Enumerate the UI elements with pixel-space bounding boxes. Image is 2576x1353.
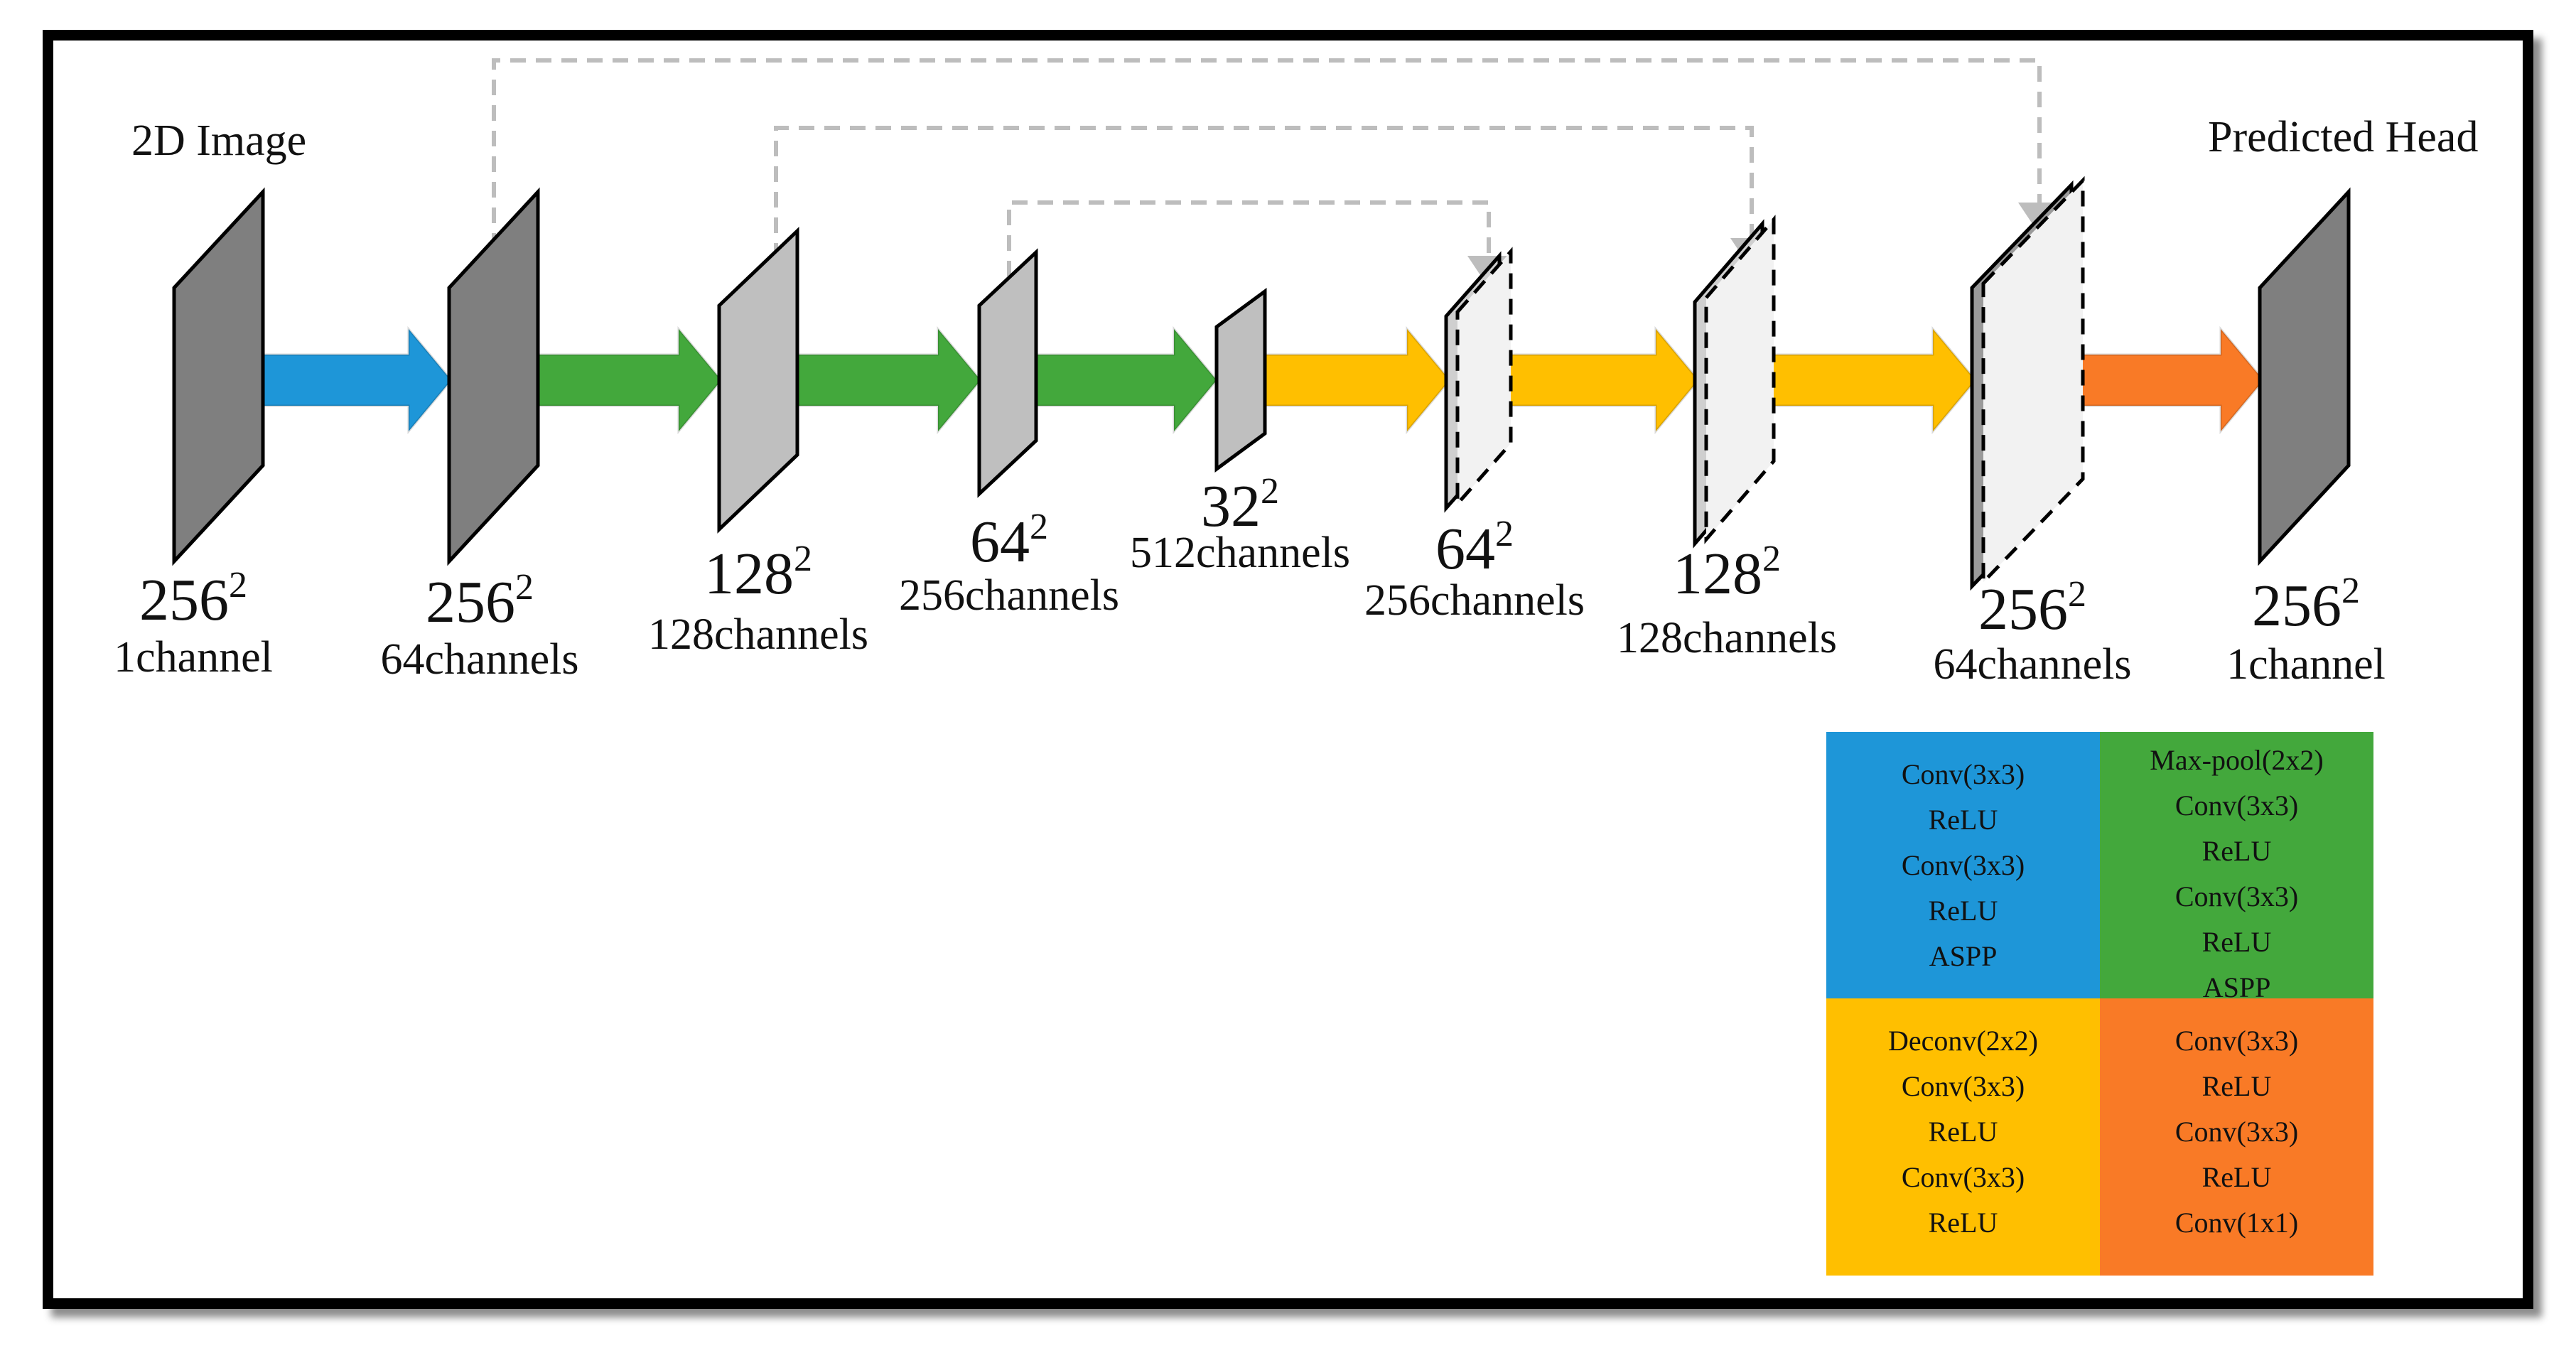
node-size-label: 2562 [139,565,247,633]
output-title: Predicted Head [2208,113,2478,161]
flow-arrow [770,325,982,435]
feature-map [172,187,265,566]
legend-upsample-block: Deconv(2x2) Conv(3x3) ReLU Conv(3x3) ReLU [1826,998,2100,1276]
node-size-label: 322 [1201,471,1279,539]
skip-connection-line [774,126,1754,284]
node-channels-label: 128channels [1617,614,1837,662]
upsampled-feature-map [1455,247,1513,509]
input-title: 2D Image [131,117,306,165]
node-size-label: 2562 [1978,574,2086,642]
legend-line: Conv(3x3) [1901,758,2025,790]
feature-maps [172,176,2351,591]
flow-arrow [1008,325,1218,435]
skip-connections [492,58,2061,302]
legend-line: ReLU [1928,804,1998,836]
node-size-label: 1282 [1673,539,1781,607]
legend-line: Deconv(2x2) [1887,1025,2039,1057]
upsampled-feature-map [1704,215,1776,544]
skip-connection-line [1007,200,1491,302]
flow-arrow [1484,325,1700,435]
legend-line: Conv(3x3) [2174,1025,2299,1057]
flow-arrow [512,325,723,435]
legend-line: ReLU [1928,1116,1998,1148]
legend-line: ReLU [2202,926,2272,958]
flow-arrow [1757,325,1977,435]
legend-line: ASPP [1929,940,1998,972]
node-channels-label: 128channels [648,610,868,659]
feature-map [447,187,540,566]
feature-map [2258,187,2351,566]
node-labels: 25621channel256264channels1282128channel… [114,471,2386,689]
node-channels-label: 512channels [1130,529,1350,577]
legend-line: ASPP [2202,971,2271,998]
flow-arrow [240,325,453,435]
node-channels-label: 64channels [381,635,579,684]
node-channels-label: 256channels [899,571,1119,620]
feature-map [717,227,799,534]
legend-output-block: Conv(3x3) ReLU Conv(3x3) ReLU Conv(1x1) [2100,998,2373,1276]
legend-downsample-block: Max-pool(2x2) Conv(3x3) ReLU Conv(3x3) ReLU A… [2100,732,2373,998]
skip-connection-line [492,58,2042,249]
feature-map [977,248,1038,498]
legend-line: Conv(3x3) [1901,1070,2025,1102]
figure-frame [43,30,2533,1309]
node-channels-label: 256channels [1364,576,1585,625]
legend-line: Conv(1x1) [2174,1207,2299,1239]
legend-line: Conv(3x3) [1901,1161,2025,1193]
legend-line: ReLU [2202,1070,2272,1102]
legend-line: ReLU [2202,835,2272,867]
node-size-label: 2562 [2252,571,2360,639]
node-size-label: 2562 [426,567,534,635]
upsampled-feature-map [1981,176,2085,587]
node-channels-label: 64channels [1934,640,2132,689]
legend-encoder-block: Conv(3x3) ReLU Conv(3x3) ReLU ASPP [1826,732,2100,998]
legend-line: Conv(3x3) [2174,880,2299,912]
legend-line: Conv(3x3) [2174,789,2299,821]
node-channels-label: 1channel [114,633,273,681]
legend-line: Conv(3x3) [1901,849,2025,881]
legend-line: ReLU [2202,1161,2272,1193]
legend-line: Max-pool(2x2) [2150,744,2324,776]
legend-line: ReLU [1928,895,1998,927]
feature-map [1214,288,1267,473]
legend-line: Conv(3x3) [2174,1116,2299,1148]
node-channels-label: 1channel [2226,640,2386,689]
flow-arrows [240,325,2265,435]
legend-line: ReLU [1928,1207,1998,1239]
node-size-label: 1282 [704,539,812,607]
node-size-label: 642 [1435,514,1514,582]
node-size-label: 642 [970,507,1048,575]
